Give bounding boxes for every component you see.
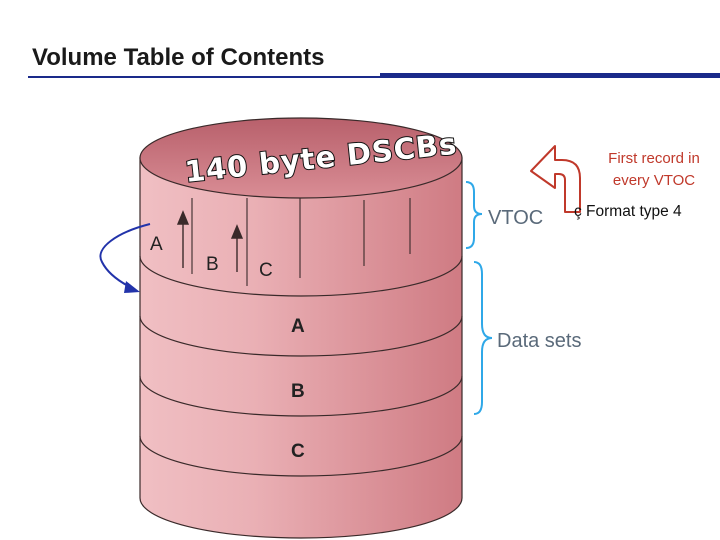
vtoc-label: VTOC <box>488 207 543 229</box>
curved-arrow-head <box>124 281 140 293</box>
vtoc-entry-c: C <box>259 260 273 281</box>
vtoc-bracket <box>466 182 482 248</box>
format-type-note: ç Format type 4 <box>574 203 682 221</box>
first-record-note: First record in every VTOC <box>588 148 720 192</box>
first-record-arrow <box>531 146 580 212</box>
vtoc-entry-b: B <box>206 254 219 275</box>
vtoc-entry-a: A <box>150 234 163 255</box>
data-set-a: A <box>291 316 305 337</box>
cylinder-body <box>140 158 462 538</box>
data-set-c: C <box>291 441 305 462</box>
data-set-b: B <box>291 381 305 402</box>
data-sets-label: Data sets <box>497 330 581 352</box>
data-sets-bracket <box>474 262 492 414</box>
